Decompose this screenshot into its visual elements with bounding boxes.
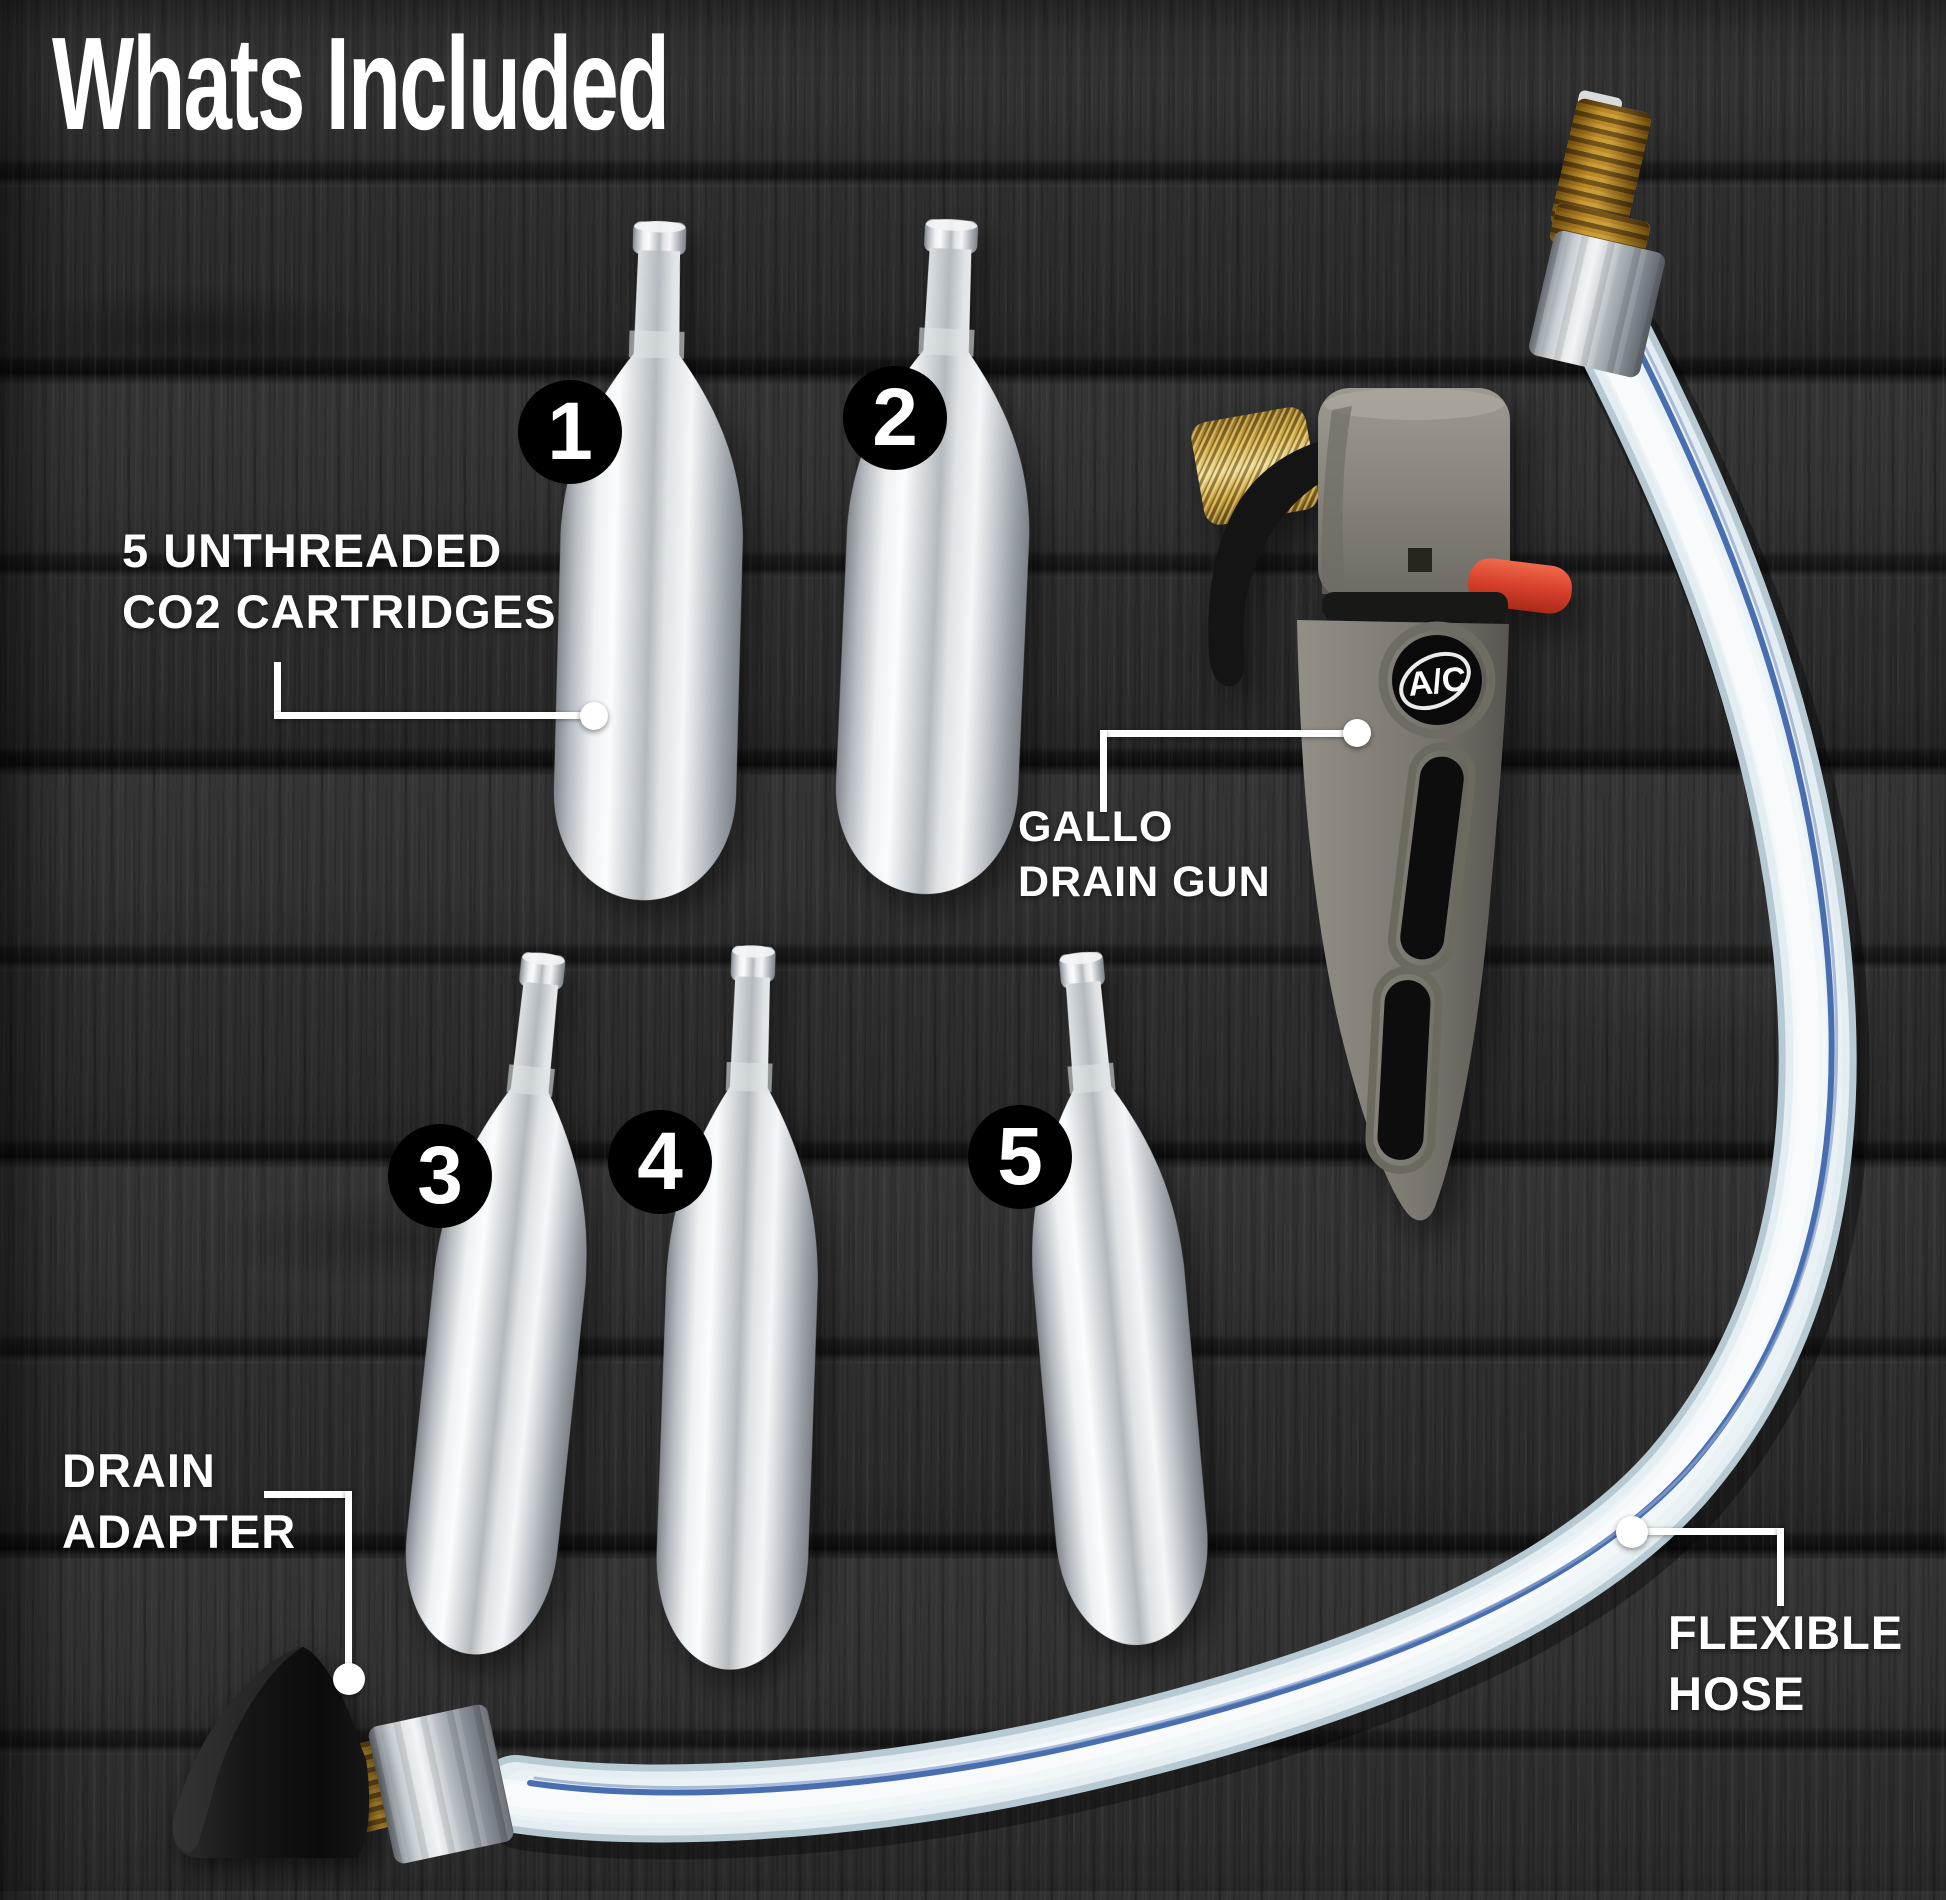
co2-cartridge-4 [652,942,830,1673]
co2-label-line1: 5 UNTHREADED [122,524,503,577]
page-title: Whats Included [52,10,670,157]
drain-adapter-label-line1: DRAIN [62,1444,216,1497]
badge-number: 5 [997,1111,1043,1202]
drain-gun-leader-vertical [1100,730,1107,812]
flexible-hose-label-line1: FLEXIBLE [1668,1606,1904,1659]
number-badge-2: 2 [843,366,947,470]
flexible-hose-leader-dot [1616,1516,1648,1548]
badge-number: 3 [417,1130,463,1221]
drain-gun-leader-horizontal [1100,730,1350,737]
gun-trigger [1208,438,1344,687]
gun-head [1318,388,1510,600]
drain-adapter-leader-dot [333,1663,365,1695]
flexible-hose-leader-horizontal [1628,1528,1784,1535]
flexible-hose-label-line2: HOSE [1668,1667,1806,1720]
co2-cartridges-label: 5 UNTHREADED CO2 CARTRIDGES [122,520,556,642]
gun-separator-band [1322,592,1508,620]
co2-leader-horizontal [274,712,588,719]
drain-adapter-leader-horizontal [264,1491,352,1498]
number-badge-1: 1 [518,380,622,484]
drain-gun-label-line1: GALLO [1018,803,1174,851]
badge-number: 2 [872,372,918,463]
co2-cartridge-1 [551,218,752,903]
gun-grip-slot-lower [1365,966,1443,1174]
flexible-hose-label: FLEXIBLE HOSE [1668,1602,1903,1724]
drain-adapter-label: DRAIN ADAPTER [62,1440,296,1562]
drain-adapter-label-line2: ADAPTER [62,1505,297,1558]
number-badge-4: 4 [608,1110,712,1214]
co2-cartridge-2 [831,215,1043,899]
drain-gun-label: GALLO DRAIN GUN [1018,800,1271,910]
badge-number: 1 [547,386,593,477]
drain-adapter-leader-vertical [345,1491,352,1671]
number-badge-5: 5 [968,1105,1072,1209]
number-badge-3: 3 [388,1124,492,1228]
flexible-hose-leader-vertical [1777,1528,1784,1606]
co2-leader-dot [580,702,608,730]
drain-gun-label-line2: DRAIN GUN [1018,858,1271,906]
co2-label-line2: CO2 CARTRIDGES [122,585,557,638]
svg-text:A/C: A/C [1406,660,1468,704]
co2-leader-vertical [274,662,281,719]
gun-ac-badge: A/C [1378,621,1496,739]
gallo-drain-gun: A/C [1191,388,1573,1221]
badge-number: 4 [637,1116,683,1207]
drain-gun-leader-dot [1343,719,1371,747]
drain-adapter-cone [172,1647,370,1858]
